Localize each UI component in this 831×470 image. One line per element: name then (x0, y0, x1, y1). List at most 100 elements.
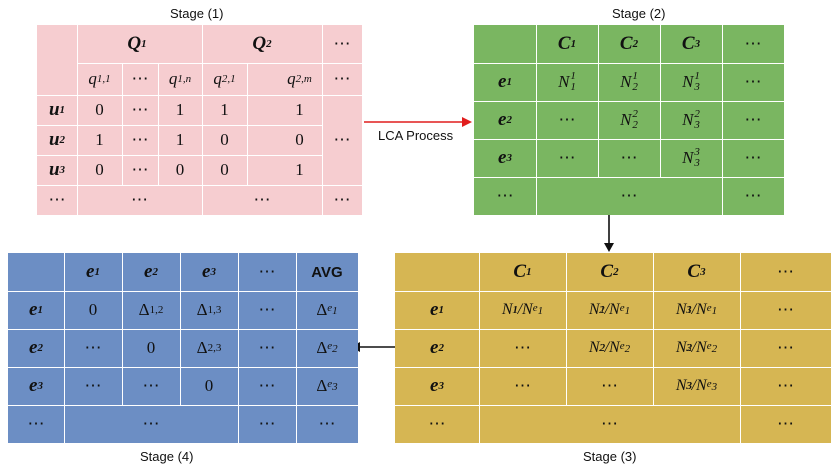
stage-1-dots: ⋯ (131, 190, 148, 209)
stage-1-cell: 0 (95, 100, 104, 119)
stage-4-dots: ⋯ (258, 414, 276, 433)
stage-1-cell: 0 (220, 160, 229, 179)
stage-1-cell: 0 (220, 130, 229, 149)
stage-4-dots: ⋯ (258, 376, 276, 395)
stage-4-dots: ⋯ (258, 300, 276, 319)
stage-1-label: Stage (1) (170, 6, 224, 21)
stage-1-cell: 1 (175, 100, 185, 119)
stage-1-dots: ⋯ (333, 34, 351, 53)
stage-3-dots: ⋯ (777, 262, 794, 281)
lca-arrow (364, 117, 472, 127)
down-arrow (604, 215, 614, 252)
stage-3-dots: ⋯ (514, 376, 531, 395)
stage-4-dots: ⋯ (258, 338, 276, 357)
stage-4-dots: ⋯ (318, 414, 336, 433)
stage-1-cell: 0 (295, 130, 304, 149)
stage-2-dots: ⋯ (744, 186, 762, 205)
stage-4-avg-header: AVG (311, 263, 343, 281)
stage-1-dots: ⋯ (131, 69, 149, 88)
stage-1-cell: ⋯ (131, 100, 149, 119)
stage-3-dots: ⋯ (601, 376, 618, 395)
stage-1-cell: 1 (95, 130, 104, 149)
lca-process-label: LCA Process (378, 128, 454, 143)
stage-2-dots: ⋯ (744, 148, 762, 167)
stage-1-cell: 1 (175, 130, 185, 149)
stage-4-cell: 0 (204, 376, 214, 395)
stage-3-dots: ⋯ (514, 338, 531, 357)
stage-2-dots: ⋯ (744, 34, 762, 53)
stage-2-dots: ⋯ (620, 148, 638, 167)
stage-1-dots: ⋯ (48, 190, 66, 209)
stage-4-cell: 0 (146, 338, 156, 357)
stage-2-dots: ⋯ (496, 186, 514, 205)
stage-2-label: Stage (2) (612, 6, 666, 21)
stage-1-cell: 0 (95, 160, 104, 179)
stage-2-dots: ⋯ (558, 110, 576, 129)
stage-2-dots: ⋯ (744, 110, 762, 129)
stage-3-dots: ⋯ (777, 338, 794, 357)
stage-1-cell: 1 (220, 100, 229, 119)
stage-4-cell: 0 (88, 300, 98, 319)
stage-1-cell: 0 (175, 160, 185, 179)
stage-3-dots: ⋯ (777, 376, 794, 395)
stage-2-dots: ⋯ (744, 72, 762, 91)
stage-2-dots: ⋯ (620, 186, 638, 205)
stage-4-dots: ⋯ (27, 414, 45, 433)
stage-1-dots: ⋯ (333, 190, 351, 209)
stage-1-cell: 1 (295, 100, 304, 119)
stage-3-dots: ⋯ (777, 414, 794, 433)
stage-2-dots: ⋯ (558, 148, 576, 167)
stage-3-label: Stage (3) (583, 449, 637, 464)
stage-4-dots: ⋯ (142, 414, 160, 433)
stage-1-cell: ⋯ (131, 160, 149, 179)
stage-4-dots: ⋯ (142, 376, 160, 395)
stage-1-dots: ⋯ (333, 130, 351, 149)
stage-4-dots: ⋯ (258, 262, 276, 281)
stage-3-dots: ⋯ (428, 414, 446, 433)
